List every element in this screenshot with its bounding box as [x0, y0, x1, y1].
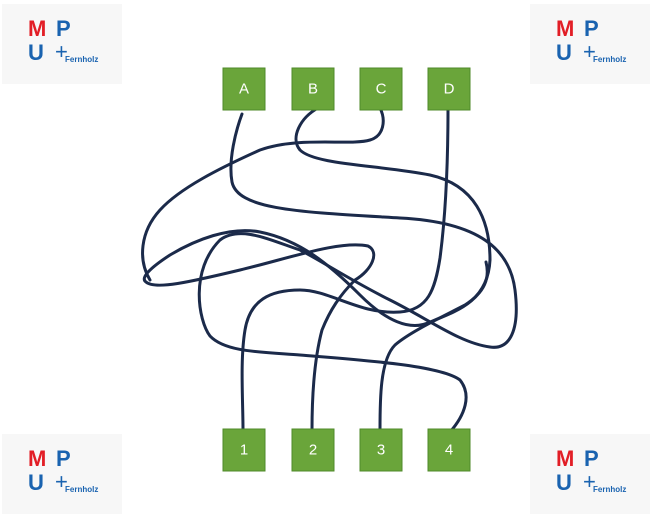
node-3[interactable]	[359, 428, 403, 472]
wire-c	[141, 106, 385, 282]
node-label-d: D	[444, 81, 455, 98]
logo-panel-top-left: M P U + Fernholz	[2, 4, 122, 84]
logo-letter-p: P	[56, 446, 71, 471]
node-1[interactable]	[222, 428, 266, 472]
wire-a	[197, 112, 518, 434]
logo-panel-bottom-left: M P U + Fernholz	[2, 434, 122, 514]
logo-letter-u: U	[556, 470, 572, 495]
logo: M P U + Fernholz	[556, 448, 646, 500]
bottom-nodes: 1 2 3 4	[222, 428, 471, 472]
logo-letter-m: M	[556, 16, 575, 41]
logo-text: Fernholz	[65, 485, 99, 494]
logo-plus: +	[583, 39, 596, 64]
node-4[interactable]	[427, 428, 471, 472]
node-d[interactable]	[427, 67, 471, 111]
logo-text: Fernholz	[593, 55, 627, 64]
logo-panel-top-right: M P U + Fernholz	[530, 4, 650, 84]
node-label-2: 2	[309, 442, 317, 459]
node-label-4: 4	[445, 442, 453, 459]
logo-panel-bottom-right: M P U + Fernholz	[530, 434, 650, 514]
node-label-a: A	[239, 81, 249, 98]
node-b[interactable]	[291, 67, 335, 111]
node-2[interactable]	[291, 428, 335, 472]
logo-letter-p: P	[584, 446, 599, 471]
logo: M P U + Fernholz	[28, 18, 118, 70]
node-label-b: B	[308, 81, 318, 98]
logo-letter-u: U	[28, 470, 44, 495]
logo-plus: +	[55, 469, 68, 494]
logo-letter-p: P	[56, 16, 71, 41]
logo-plus: +	[583, 469, 596, 494]
logo-text: Fernholz	[593, 485, 627, 494]
logo-letter-m: M	[556, 446, 575, 471]
node-a[interactable]	[222, 67, 266, 111]
wire-b	[142, 106, 492, 432]
logo-letter-u: U	[28, 40, 44, 65]
logo: M P U + Fernholz	[556, 18, 646, 70]
logo-letter-p: P	[584, 16, 599, 41]
top-nodes: A B C D	[222, 67, 471, 111]
logo: M P U + Fernholz	[28, 448, 118, 500]
wires	[141, 106, 518, 434]
node-c[interactable]	[359, 67, 403, 111]
logo-letter-m: M	[28, 16, 47, 41]
node-label-1: 1	[240, 442, 248, 459]
logo-plus: +	[55, 39, 68, 64]
wire-3	[378, 260, 489, 432]
logo-letter-u: U	[556, 40, 572, 65]
node-label-3: 3	[377, 442, 385, 459]
logo-letter-m: M	[28, 446, 47, 471]
node-label-c: C	[376, 81, 387, 98]
logo-text: Fernholz	[65, 55, 99, 64]
wire-d	[240, 106, 450, 432]
